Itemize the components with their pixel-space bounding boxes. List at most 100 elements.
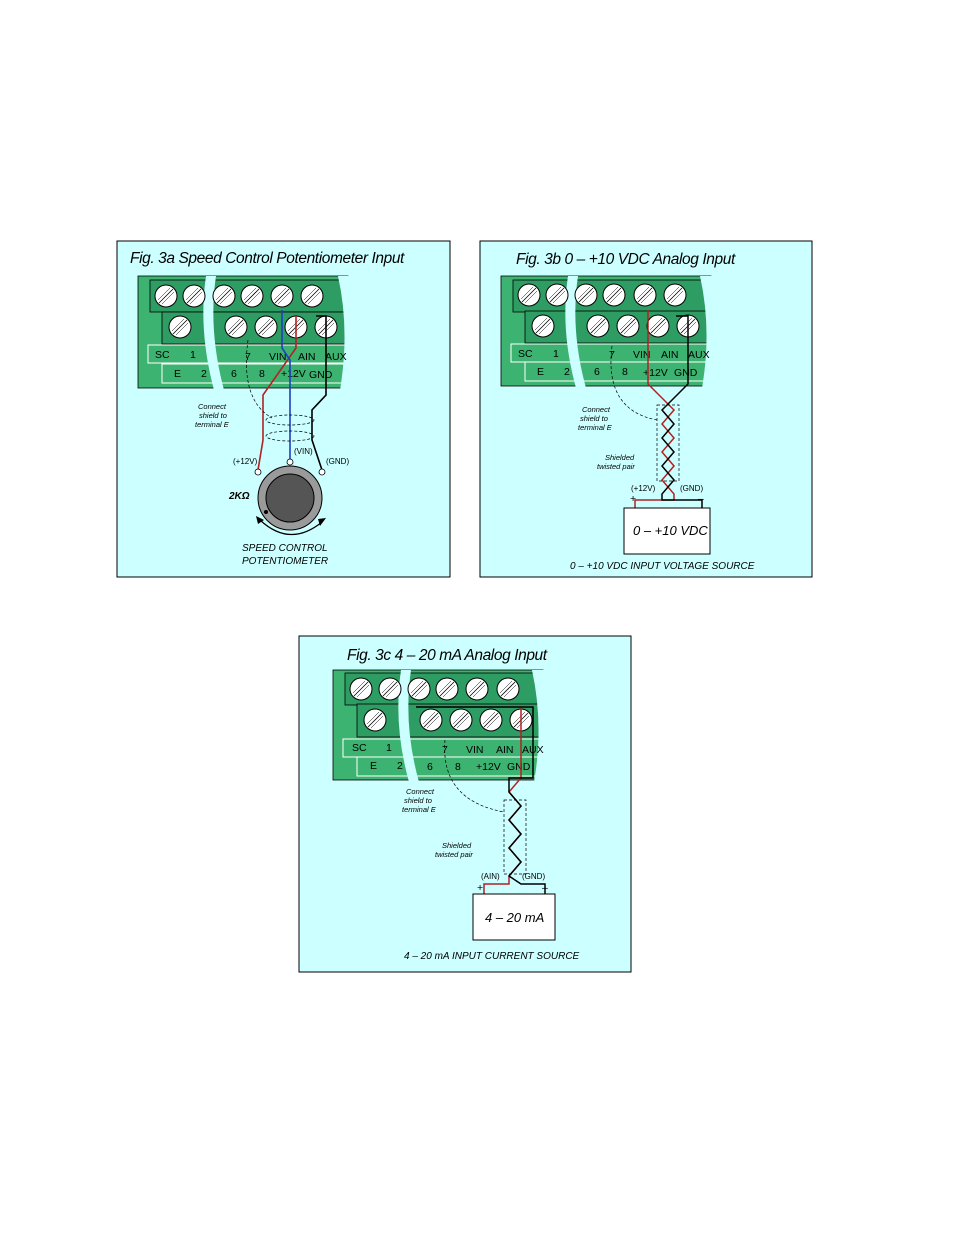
shield-note: terminal E: [195, 420, 230, 429]
rotation-arrow-icon: [259, 519, 323, 536]
screw-terminal-icon: [646, 314, 670, 338]
plus-sign: +: [477, 882, 483, 894]
screw-terminal-icon: [663, 283, 687, 307]
screw-terminal-icon: [479, 708, 503, 732]
shield-note: shield to: [199, 411, 227, 420]
terminal-label: SC: [155, 349, 170, 361]
terminal-label: E: [370, 760, 377, 772]
pin-label: (VIN): [294, 447, 313, 456]
shield-note: Connect: [406, 787, 435, 796]
screw-terminal-icon: [254, 315, 278, 339]
shield-note: terminal E: [402, 805, 437, 814]
terminal-label: 6: [427, 761, 433, 773]
screw-terminal-icon: [435, 677, 459, 701]
screw-terminal-icon: [449, 708, 473, 732]
terminal-label: AIN: [298, 351, 316, 363]
terminal-label: 8: [259, 368, 265, 380]
terminal-label: AUX: [688, 349, 710, 361]
screw-terminal-icon: [224, 315, 248, 339]
terminal-label: 8: [455, 761, 461, 773]
pin-label: (GND): [522, 872, 545, 881]
terminal-label: E: [174, 368, 181, 380]
fig-3b-panel: Fig. 3b 0 – +10 VDC Analog Input SC 1 7 …: [479, 240, 813, 578]
terminal-label: +12V: [281, 368, 306, 380]
screw-terminal-icon: [182, 284, 206, 308]
potentiometer-icon: [254, 458, 326, 531]
terminal-label: AIN: [496, 744, 514, 756]
board-break-mark: [203, 276, 224, 390]
twisted-pair-icon: [610, 310, 703, 508]
screw-terminal-icon: [212, 284, 236, 308]
caption: SPEED CONTROL: [242, 543, 328, 554]
screw-terminal-icon: [574, 283, 598, 307]
fig-3c-panel: Fig. 3c 4 – 20 mA Analog Input SC 1 7 VI…: [298, 635, 632, 973]
terminal-label: 8: [622, 366, 628, 378]
screw-terminal-icon: [602, 283, 626, 307]
fig-3b-title: Fig. 3b 0 – +10 VDC Analog Input: [516, 251, 736, 268]
terminal-label: VIN: [633, 349, 651, 361]
screw-terminal-icon: [531, 314, 555, 338]
terminal-label: 2: [397, 760, 403, 772]
screw-terminal-icon: [496, 677, 520, 701]
pair-note: Shielded: [442, 841, 472, 850]
screw-terminal-icon: [168, 315, 192, 339]
pin-label: (AIN): [481, 872, 500, 881]
terminal-label: AUX: [325, 351, 347, 363]
terminal-label: GND: [507, 761, 531, 773]
terminal-label: 7: [442, 744, 448, 756]
screw-terminal-icon: [300, 284, 324, 308]
board-break-mark: [398, 670, 419, 782]
screw-terminal-icon: [545, 283, 569, 307]
terminal-label: GND: [674, 367, 698, 379]
screw-terminal-icon: [363, 708, 387, 732]
pin-label: (+12V): [631, 484, 656, 493]
pin-label: (+12V): [233, 457, 258, 466]
caption: 4 – 20 mA INPUT CURRENT SOURCE: [404, 951, 580, 962]
terminal-label: 2: [201, 368, 207, 380]
screw-terminal-icon: [633, 283, 657, 307]
minus-sign: –: [542, 882, 548, 894]
terminal-label: GND: [309, 369, 333, 381]
screw-terminal-icon: [270, 284, 294, 308]
fig-3c-title: Fig. 3c 4 – 20 mA Analog Input: [347, 647, 548, 664]
terminal-label: E: [537, 366, 544, 378]
caption: 0 – +10 VDC INPUT VOLTAGE SOURCE: [570, 561, 755, 572]
pin-label: (GND): [326, 457, 349, 466]
terminal-label: 1: [386, 742, 392, 754]
screw-terminal-icon: [378, 677, 402, 701]
pin-label: (GND): [680, 484, 703, 493]
terminal-label: +12V: [643, 367, 668, 379]
plus-sign: +: [630, 493, 636, 505]
screw-terminal-icon: [154, 284, 178, 308]
terminal-label: SC: [518, 348, 533, 360]
minus-sign: –: [698, 493, 704, 505]
screw-terminal-icon: [419, 708, 443, 732]
screw-terminal-icon: [407, 677, 431, 701]
shield-note: terminal E: [578, 423, 613, 432]
source-box-label: 4 – 20 mA: [485, 910, 544, 925]
shield-note: shield to: [580, 414, 608, 423]
fig-3a-title: Fig. 3a Speed Control Potentiometer Inpu…: [130, 250, 405, 267]
screw-terminal-icon: [240, 284, 264, 308]
terminal-label: +12V: [476, 761, 501, 773]
pair-note: Shielded: [605, 453, 635, 462]
pair-note: twisted pair: [435, 850, 473, 859]
terminal-label: VIN: [466, 744, 484, 756]
terminal-label: VIN: [269, 351, 287, 363]
current-source-box: [472, 893, 556, 941]
terminal-label: 6: [594, 366, 600, 378]
twisted-pair-icon: [416, 706, 546, 894]
fig-3a-panel: Fig. 3a Speed Control Potentiometer Inpu…: [116, 240, 451, 578]
resistance-label: 2KΩ: [228, 491, 250, 502]
terminal-label: 7: [245, 351, 251, 363]
terminal-label: SC: [352, 742, 367, 754]
shield-note: Connect: [582, 405, 611, 414]
board-break-mark: [565, 276, 586, 388]
shield-note: Connect: [198, 402, 227, 411]
pair-note: twisted pair: [597, 462, 635, 471]
source-box-label: 0 – +10 VDC: [633, 523, 708, 538]
screw-terminal-icon: [349, 677, 373, 701]
screw-terminal-icon: [517, 283, 541, 307]
terminal-label: 2: [564, 366, 570, 378]
